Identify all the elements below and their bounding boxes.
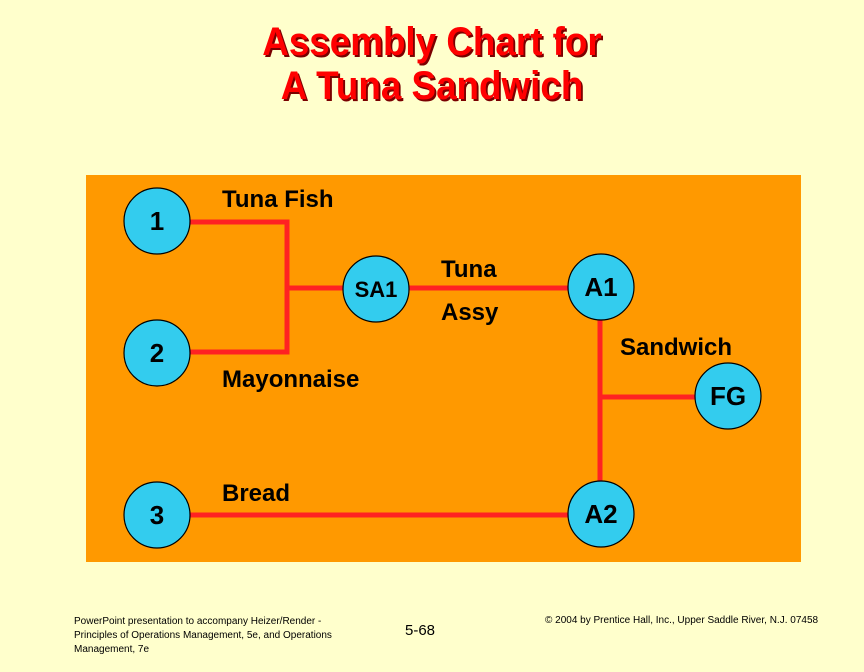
slide-number: 5-68 (405, 622, 436, 639)
label-tuna: Tuna (441, 256, 497, 283)
node-2-circle (123, 319, 191, 387)
node-3-circle (123, 481, 191, 549)
node-1-circle (123, 187, 191, 255)
node-3-label: 3 (150, 500, 164, 530)
footer-credit: PowerPoint presentation to accompany Hei… (74, 616, 332, 655)
node-1-label: 1 (150, 206, 164, 236)
label-mayonnaise: Mayonnaise (222, 366, 359, 393)
title-line-1: Assembly Chart for (262, 20, 602, 64)
node-a1-circle (567, 253, 635, 321)
node-sa1-label: SA1 (355, 277, 398, 302)
node-fg-circle (694, 362, 762, 430)
node-2-label: 2 (150, 338, 164, 368)
diagram-panel (86, 175, 801, 562)
slide-title: Assembly Chart for A Tuna Sandwich (35, 20, 830, 108)
label-assy: Assy (441, 299, 499, 326)
node-a1-label: A1 (584, 272, 617, 302)
footer-copyright: © 2004 by Prentice Hall, Inc., Upper Sad… (545, 615, 819, 626)
label-tuna-fish: Tuna Fish (222, 186, 334, 213)
label-bread: Bread (222, 480, 290, 507)
node-fg-label: FG (710, 381, 746, 411)
title-line-2: A Tuna Sandwich (280, 64, 584, 108)
label-sandwich: Sandwich (620, 334, 732, 361)
node-a2-circle (567, 480, 635, 548)
node-a2-label: A2 (584, 499, 617, 529)
node-sa1-circle (342, 255, 410, 323)
